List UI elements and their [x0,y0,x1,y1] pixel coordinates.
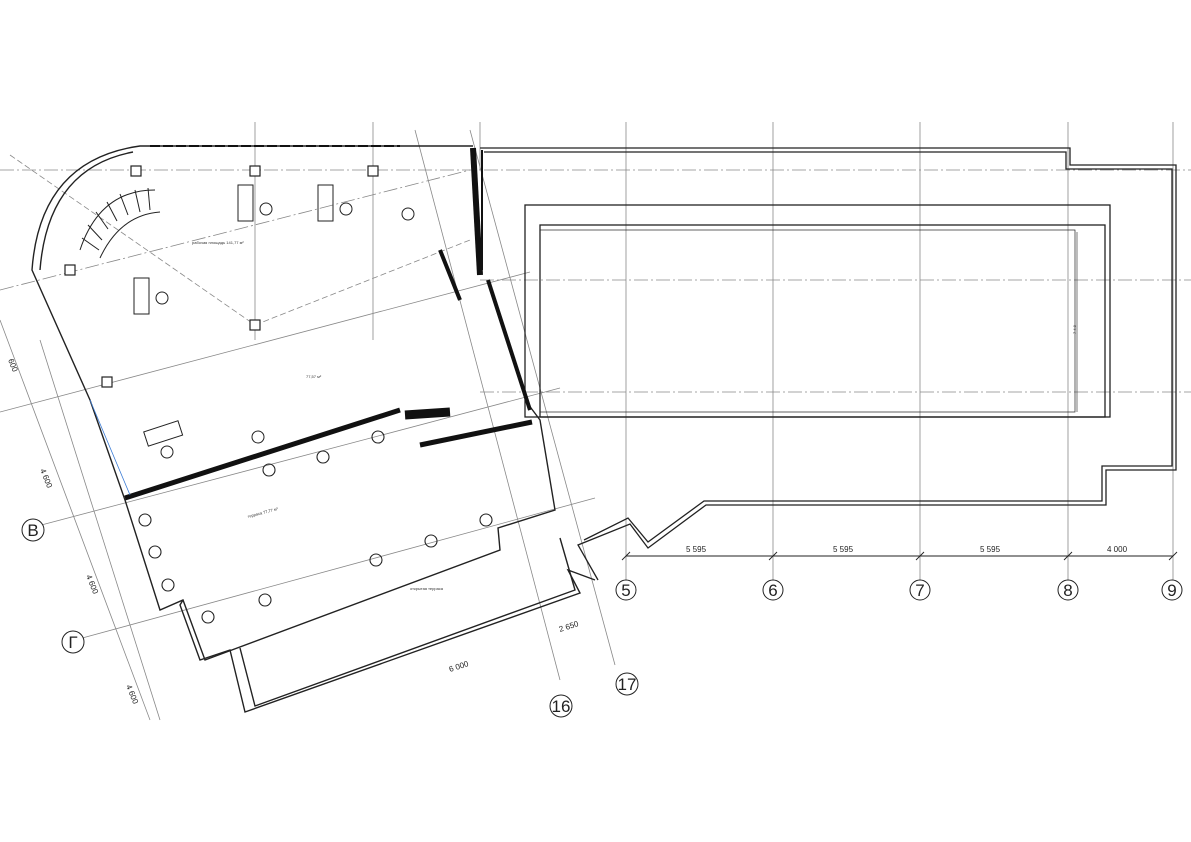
columns [64,165,379,388]
office-furniture [133,184,415,459]
dim-5-6: 5 595 [686,545,707,554]
axis-label-17: 17 [618,675,637,694]
pool-note-label: 7 4 8 [1072,324,1077,334]
work-area-label: рабочая площадь 141,77 м² [192,240,244,245]
axis-label-v: В [27,521,38,540]
terrace-area-label: терраса 77,77 м² [247,506,279,519]
axis-label-7: 7 [915,581,924,600]
axis-bubble-8: 8 [1057,579,1079,601]
spiral-staircase [79,187,161,259]
dim-600: 600 [6,357,20,373]
axis-bubble-g: Г [61,630,85,654]
open-terrace-label: открытая терраса [410,586,444,591]
pool-wing [480,147,1177,581]
dim-4600-b: 4 600 [84,573,100,595]
room-area-label: 77,57 м² [306,374,322,379]
axis-bubble-17: 17 [615,672,639,696]
dim-7-8: 5 595 [980,545,1001,554]
axis-label-9: 9 [1167,581,1176,600]
axis-bubble-16: 16 [549,694,573,718]
dim-2650: 2 650 [558,619,580,634]
axis-label-g: Г [68,633,77,652]
hatched-walls [89,145,533,501]
axis-bubble-5: 5 [615,579,637,601]
main-building-outline [31,145,596,713]
axis-label-5: 5 [621,581,630,600]
grid-lines [0,122,1191,721]
axis-label-16: 16 [552,697,571,716]
axis-bubble-9: 9 [1161,579,1183,601]
axis-label-8: 8 [1063,581,1072,600]
dim-6000: 6 000 [448,659,470,674]
horizontal-dimension-chain [621,551,1178,561]
plants [138,430,493,624]
axis-bubble-v: В [21,518,45,542]
dim-4600-a: 4 600 [38,467,54,489]
dim-8-9: 4 000 [1107,545,1128,554]
axis-bubble-6: 6 [762,579,784,601]
axis-label-6: 6 [768,581,777,600]
dim-6-7: 5 595 [833,545,854,554]
axis-bubble-7: 7 [909,579,931,601]
